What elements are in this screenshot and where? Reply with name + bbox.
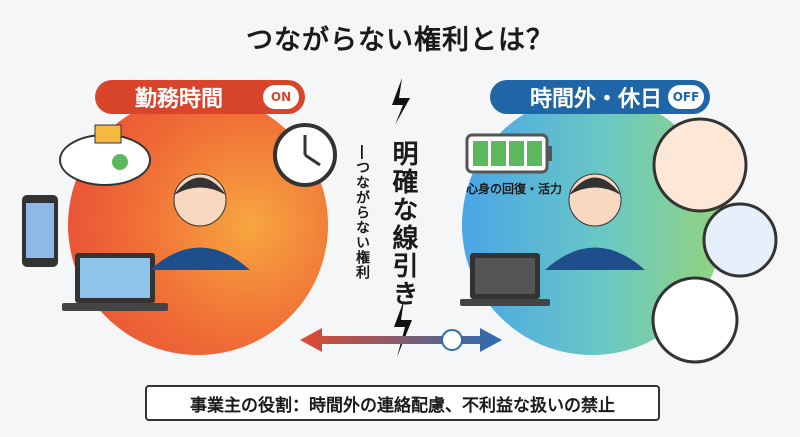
family-photo [652, 117, 748, 213]
off-hours-text: 時間外・休日 [530, 87, 663, 112]
laptop-icon-right [460, 253, 550, 306]
smartphone-icon [22, 195, 58, 267]
sleeping-photo [702, 202, 778, 278]
laptop-icon-left [62, 253, 168, 311]
double-arrow-icon [300, 328, 502, 352]
lightning-icon-top [392, 78, 410, 125]
off-badge: OFF [668, 85, 704, 109]
stressed-worker [150, 173, 250, 270]
clock-icon [273, 123, 337, 187]
calm-worker [545, 173, 645, 270]
hobby-photo [651, 276, 739, 364]
clear-line-heading: 明確な線引き [388, 140, 418, 308]
work-hours-text: 勤務時間 [135, 87, 224, 112]
battery-label: 心身の回復・活力 [466, 182, 563, 196]
work-hours-label: 勤務時間 ON [95, 80, 305, 114]
employer-role-box: 事業主の役割：時間外の連絡配慮、不利益な扱いの禁止 [145, 385, 660, 421]
right-to-disconnect-subheading: ―つながらない権利 [354, 145, 370, 280]
off-hours-label: 時間外・休日 OFF [490, 80, 710, 114]
on-badge: ON [263, 85, 299, 109]
cloud-icon [59, 124, 151, 186]
lightning-icon-bottom [394, 300, 412, 357]
page-title: つながらない権利とは？ [246, 25, 554, 56]
battery-icon [465, 133, 552, 174]
